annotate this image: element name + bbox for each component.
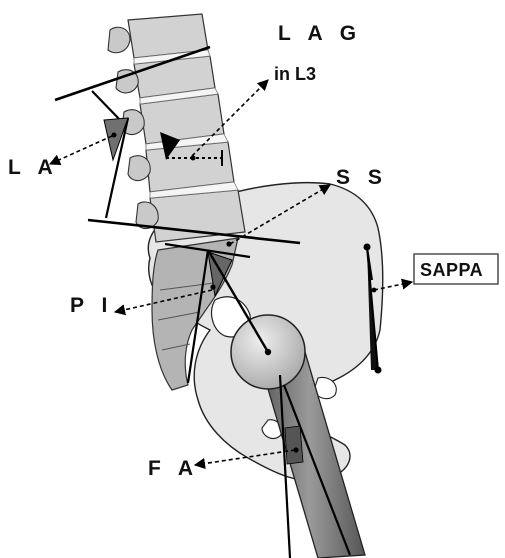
la-label: L A (8, 156, 59, 179)
lumbar-spine (108, 14, 245, 242)
fa-angle-wedge (285, 426, 303, 464)
ss-label: S S (336, 166, 388, 189)
pi-label: P I (70, 294, 113, 317)
sappa-label: SAPPA (420, 260, 483, 280)
la-arrow (50, 136, 112, 164)
lag-sub-label: in L3 (274, 64, 316, 84)
fa-label: F A (148, 457, 199, 480)
lag-label: L A G (278, 22, 362, 45)
